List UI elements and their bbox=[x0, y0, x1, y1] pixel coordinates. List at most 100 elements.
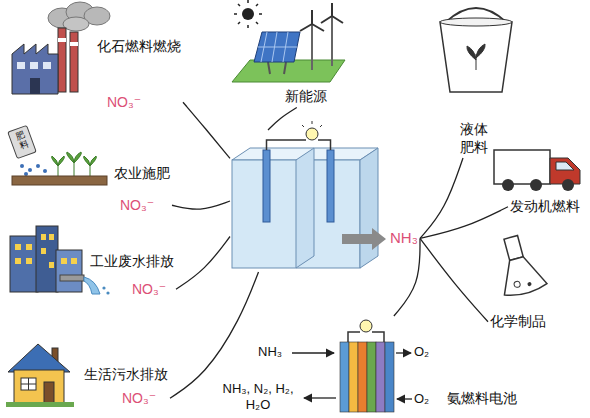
formula-label: NH₃, N₂, H₂, H₂O bbox=[216, 381, 300, 412]
source-label: 工业废水排放 bbox=[90, 253, 174, 271]
fuel-cell-icon-part bbox=[385, 342, 394, 412]
industry-icon-part bbox=[49, 262, 54, 268]
industry-icon-part bbox=[26, 244, 32, 250]
flask-icon-part bbox=[513, 281, 520, 288]
industry-icon-part bbox=[36, 226, 58, 292]
product-label: 发动机燃料 bbox=[510, 198, 580, 216]
connector-line bbox=[420, 238, 488, 321]
fuel-cell-icon-part bbox=[397, 398, 412, 399]
renewable-icon bbox=[232, 0, 345, 82]
connector-line bbox=[183, 102, 230, 158]
electrolysis-node: NH₃ bbox=[230, 130, 420, 272]
house-icon-part bbox=[44, 382, 54, 403]
fertilizer-icon-part bbox=[36, 164, 40, 168]
bucket-icon-part bbox=[440, 22, 512, 92]
industry-icon-part bbox=[41, 234, 46, 240]
factory-icon bbox=[12, 2, 110, 94]
factory-icon-part bbox=[30, 62, 38, 69]
source-node: 化石燃料燃烧 NO₃⁻ bbox=[95, 36, 183, 113]
fuel-cell-icon-part bbox=[358, 342, 367, 412]
fuel-cell-icon-part bbox=[348, 332, 384, 342]
source-node: 农业施肥 NO₃⁻ bbox=[112, 163, 172, 216]
industry-icon-part bbox=[10, 236, 38, 292]
ion-label: NO₃⁻ bbox=[122, 390, 168, 408]
factory-icon-part bbox=[43, 62, 51, 69]
fuel-cell-icon-part bbox=[349, 342, 358, 412]
electrolysis-cell-part bbox=[302, 121, 322, 127]
electrolysis-cell-part bbox=[263, 150, 270, 222]
fuel-cell-icon-part bbox=[376, 342, 385, 412]
fertilizer-icon-part bbox=[52, 156, 65, 176]
renewable-icon-part bbox=[268, 62, 286, 74]
fertilizer-icon-part bbox=[12, 176, 107, 185]
product-node: 发动机燃料 bbox=[508, 196, 582, 218]
energy-label: 新能源 bbox=[285, 88, 327, 106]
fertilizer-icon-part bbox=[24, 172, 28, 176]
source-label: 化石燃料燃烧 bbox=[97, 38, 181, 56]
source-node: 工业废水排放 NO₃⁻ bbox=[88, 251, 176, 300]
electrolysis-cell-part bbox=[306, 128, 318, 140]
renewable-icon-part bbox=[312, 16, 332, 70]
industry-icon-part bbox=[60, 275, 84, 281]
industry-icon-part bbox=[41, 248, 46, 254]
product-label: 化学制品 bbox=[490, 313, 546, 331]
industry-icon-part bbox=[106, 291, 109, 294]
truck-icon-part bbox=[562, 179, 574, 191]
connector-line bbox=[420, 158, 463, 238]
fertilizer-icon bbox=[8, 125, 107, 185]
connector-line bbox=[394, 238, 420, 316]
ion-label: NO₃⁻ bbox=[132, 281, 174, 299]
truck-icon bbox=[494, 150, 580, 191]
renewable-icon-part bbox=[242, 8, 254, 20]
fertilizer-icon-part bbox=[84, 156, 97, 176]
factory-icon-part bbox=[70, 42, 78, 46]
formula-label: O₂ bbox=[414, 391, 429, 407]
renewable-icon-part bbox=[254, 32, 300, 62]
industry-icon-part bbox=[56, 250, 82, 292]
ion-label: NO₃⁻ bbox=[120, 197, 170, 215]
bucket-icon-part bbox=[467, 44, 485, 70]
fertilizer-icon-part bbox=[43, 169, 47, 173]
factory-icon-part bbox=[30, 78, 40, 94]
industry-icon-part bbox=[26, 258, 32, 264]
truck-icon-part bbox=[494, 150, 550, 184]
flask-icon bbox=[490, 231, 548, 298]
formula-label: O₂ bbox=[414, 344, 429, 360]
product-formula: NH₃ bbox=[390, 229, 418, 248]
source-label: 生活污水排放 bbox=[84, 366, 168, 384]
truck-icon-part bbox=[502, 179, 514, 191]
fertilizer-icon-part bbox=[8, 125, 36, 158]
factory-icon-part bbox=[12, 44, 58, 94]
electrolysis-cell bbox=[232, 121, 386, 268]
fertilizer-icon-part bbox=[67, 152, 82, 176]
source-node: 生活污水排放 NO₃⁻ bbox=[82, 364, 170, 409]
fuel-cell-icon-part bbox=[292, 352, 334, 353]
bucket-icon-part bbox=[440, 18, 512, 26]
flask-icon-part bbox=[504, 236, 523, 261]
electrolysis-cell-part bbox=[342, 228, 386, 250]
electrolysis-cell-part bbox=[327, 150, 334, 222]
fuel-cell-icon-part bbox=[367, 342, 376, 412]
house-icon bbox=[6, 344, 74, 407]
factory-icon-part bbox=[70, 32, 78, 92]
industry-icon-part bbox=[71, 258, 77, 264]
product-label: 氨燃料电池 bbox=[447, 390, 517, 408]
energy-node: 新能源 bbox=[283, 86, 329, 108]
flask-icon-part bbox=[527, 282, 532, 287]
house-icon-part bbox=[21, 378, 36, 390]
truck-icon-part bbox=[530, 179, 542, 191]
renewable-icon-part bbox=[232, 60, 345, 82]
connector-line bbox=[176, 237, 230, 290]
renewable-icon-part bbox=[258, 32, 297, 62]
source-label: 农业施肥 bbox=[114, 165, 170, 183]
electrolysis-cell-part bbox=[296, 148, 314, 268]
renewable-icon-part bbox=[300, 10, 324, 31]
factory-icon-part bbox=[17, 62, 25, 69]
factory-icon-part bbox=[63, 17, 89, 31]
ion-label: NO₃⁻ bbox=[107, 94, 181, 112]
connector-line bbox=[420, 207, 508, 239]
electrolysis-cell-part bbox=[360, 148, 378, 268]
industry-icon-part bbox=[15, 258, 21, 264]
house-icon-part bbox=[14, 370, 64, 403]
house-icon-part bbox=[21, 378, 36, 390]
